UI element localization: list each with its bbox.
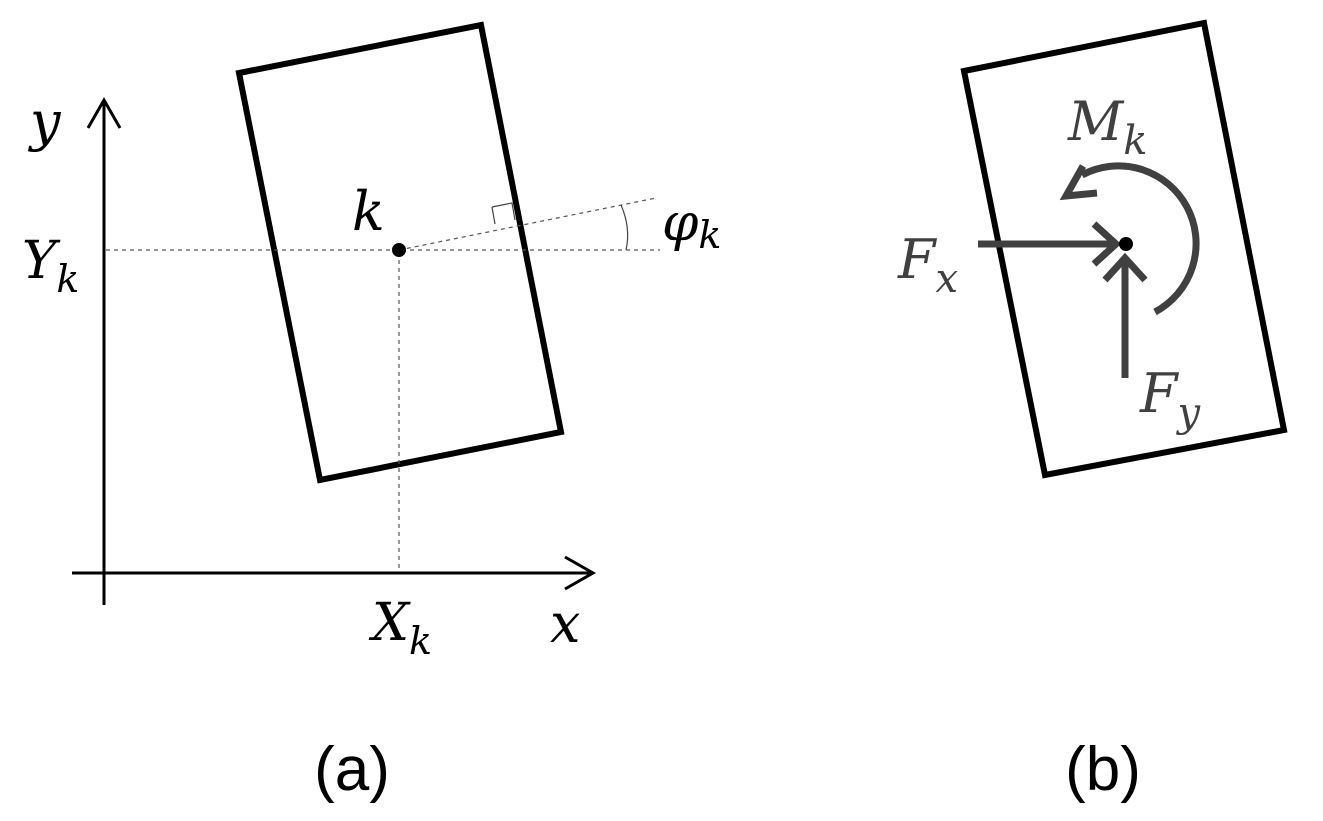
moment-sub: k <box>1123 118 1147 164</box>
y-axis-label: y <box>28 90 62 153</box>
force-x-label: Fx <box>897 228 958 302</box>
moment-label: Mk <box>1067 90 1148 164</box>
angle-main: φ <box>662 193 699 253</box>
y-coord-label: Yk <box>22 231 79 301</box>
body-axis-guide <box>398 197 657 251</box>
moment-main: M <box>1067 90 1125 153</box>
angle-sub: k <box>698 213 721 257</box>
x-axis-label: x <box>550 592 580 655</box>
x-coord-main: X <box>368 593 411 653</box>
angle-arc <box>620 204 629 251</box>
force-y-label: Fy <box>1139 362 1201 436</box>
x-coord-label: Xk <box>368 593 432 663</box>
force-y-main: F <box>1139 362 1180 425</box>
y-coord-sub: k <box>56 257 79 301</box>
moment-arrowhead <box>1059 164 1098 201</box>
right-angle-marker <box>491 202 516 225</box>
panel-a-caption: (a) <box>314 735 390 804</box>
x-axis-arrowhead <box>564 555 597 591</box>
body-center-point <box>392 243 406 257</box>
y-axis-arrowhead <box>86 96 122 129</box>
panel-a: y x Yk Xk k φk (a) <box>22 21 721 804</box>
moment-arc <box>1080 162 1200 316</box>
panel-b: Mk Fx Fy (b) <box>897 19 1288 804</box>
x-coord-sub: k <box>409 619 432 663</box>
body-b-center-point <box>1119 237 1133 251</box>
force-x-main: F <box>897 228 938 291</box>
force-y-sub: y <box>1175 390 1201 436</box>
rigid-body-b <box>960 19 1288 479</box>
body-label: k <box>352 180 385 243</box>
y-coord-main: Y <box>22 231 61 291</box>
force-y-arrowhead <box>1102 252 1148 283</box>
force-x-arrowhead <box>1091 221 1122 267</box>
angle-label: φk <box>662 193 721 257</box>
panel-b-caption: (b) <box>1065 735 1141 804</box>
rigid-body-a <box>235 21 565 484</box>
force-x-sub: x <box>935 256 958 302</box>
